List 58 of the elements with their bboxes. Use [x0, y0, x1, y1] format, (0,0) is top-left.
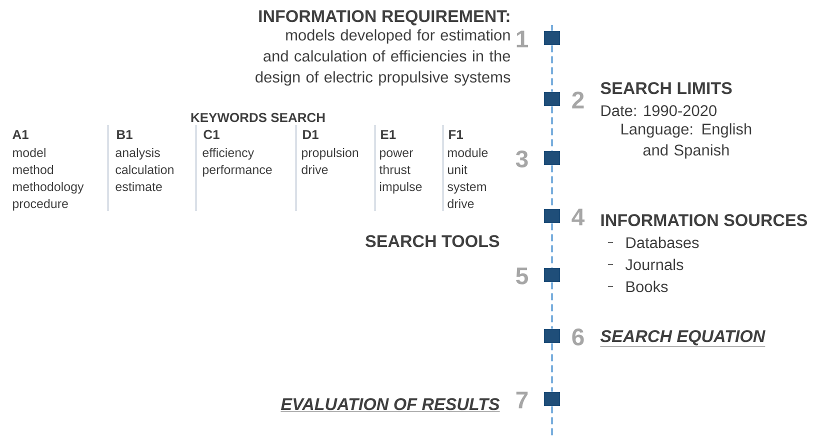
list-item: Journals	[625, 258, 684, 270]
keyword-text: estimate	[116, 182, 162, 192]
dashed-line	[551, 25, 553, 31]
marker-square	[544, 268, 560, 282]
step-number: 6	[572, 328, 584, 346]
keyword-text: impulse	[380, 182, 422, 194]
keyword-text: analysis	[116, 148, 160, 160]
dashed-line	[551, 45, 553, 92]
step-number: 7	[516, 392, 528, 408]
keyword-text: drive	[302, 164, 328, 174]
keyword-text: thrust	[379, 164, 410, 174]
keyword-text: performance	[203, 164, 272, 177]
list-item: Books	[626, 280, 668, 292]
dashed-line	[551, 106, 553, 151]
column-header: F1	[449, 130, 464, 139]
body-text: Language: English and Spanish	[622, 123, 752, 159]
keyword-text: model	[13, 148, 46, 158]
keyword-text: efficiency	[202, 148, 254, 160]
marker-square	[544, 151, 560, 165]
marker-square	[544, 392, 560, 406]
dashed-line	[551, 406, 553, 437]
column-header: A1	[12, 130, 28, 139]
keyword-text: methodology	[13, 182, 84, 194]
step-number: 5	[516, 268, 528, 284]
description-text: models developed for estimation and calculation of efficiencies in the design of electric propulsive systems	[256, 29, 510, 86]
heading: SEARCH TOOLS	[366, 235, 500, 248]
marker-square	[544, 92, 560, 106]
step-heading: SEARCH EQUATION	[600, 330, 766, 347]
column-header: C1	[204, 130, 220, 140]
step-number: 1	[516, 30, 528, 48]
column-header: B1	[117, 130, 132, 139]
column-header: D1	[303, 130, 318, 139]
marker-square	[544, 31, 560, 45]
keyword-text: module	[448, 148, 488, 158]
body-text: Date: 1990-2020	[601, 105, 716, 116]
keyword-text: drive	[448, 198, 474, 208]
dashed-line	[551, 223, 553, 268]
heading: INFORMATION REQUIREMENT:	[259, 10, 510, 26]
keyword-text: propulsion	[302, 148, 358, 160]
keyword-text: unit	[448, 164, 468, 174]
keyword-text: method	[13, 164, 54, 174]
marker-square	[544, 329, 560, 343]
list-item: Databases	[626, 236, 699, 248]
step-number: 4	[572, 208, 585, 226]
step-heading: EVALUATION OF RESULTS	[280, 398, 500, 412]
marker-square	[544, 209, 560, 223]
keyword-text: system	[448, 182, 486, 194]
heading: SEARCH LIMITS	[600, 82, 732, 94]
keyword-text: calculation	[116, 164, 174, 174]
keyword-text: procedure	[13, 198, 68, 211]
heading: INFORMATION SOURCES	[601, 214, 807, 226]
step-number: 2	[572, 92, 584, 108]
keyword-text: power	[380, 150, 414, 160]
dashed-line	[551, 282, 553, 329]
table-title: KEYWORDS SEARCH	[191, 112, 325, 122]
dashed-line	[551, 343, 553, 392]
step-number: 3	[516, 150, 528, 168]
column-header: E1	[381, 130, 396, 139]
